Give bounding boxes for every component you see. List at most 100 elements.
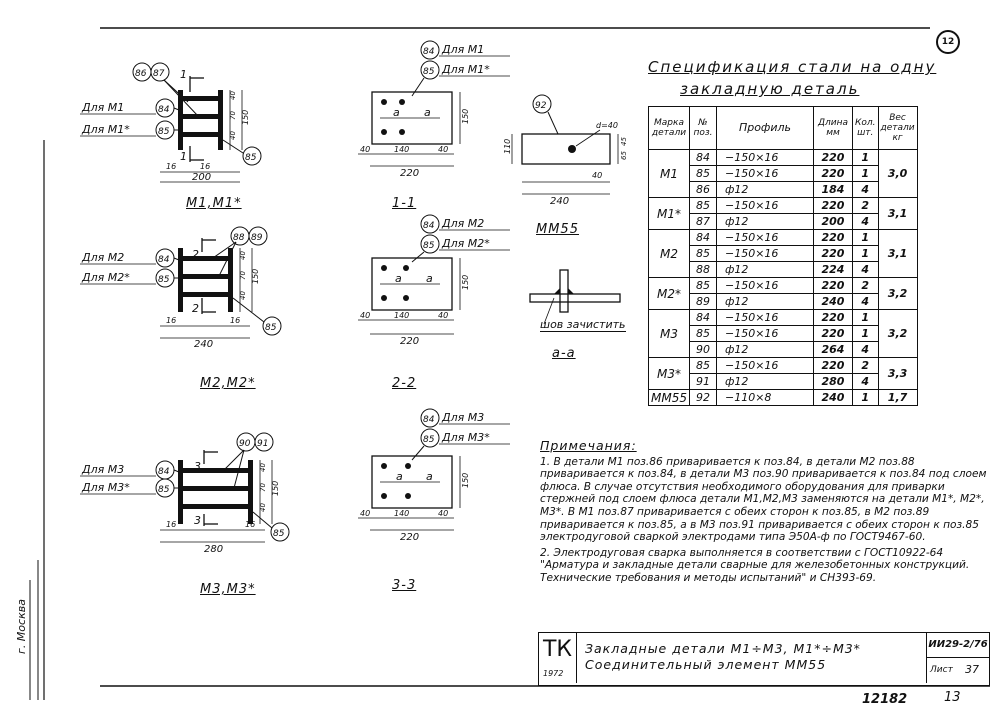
svg-text:85: 85 <box>265 323 277 333</box>
svg-text:1: 1 <box>180 68 187 81</box>
svg-text:280: 280 <box>204 544 223 555</box>
secaa-caption: а-а <box>552 346 576 361</box>
svg-text:40: 40 <box>360 145 370 154</box>
note-1: 1. В детали М1 поз.86 приваривается к по… <box>540 455 987 544</box>
spec-profile: −150×16 <box>715 309 814 326</box>
svg-text:150: 150 <box>461 109 470 124</box>
spec-profile: −150×16 <box>715 325 814 342</box>
callout-for-m3: Для М3 <box>81 463 124 476</box>
mm55-caption: ММ55 <box>536 222 579 237</box>
sec1-for-m1: Для М1 <box>441 43 484 56</box>
svg-text:40: 40 <box>239 291 247 300</box>
spec-qty: 2 <box>851 357 879 374</box>
svg-text:3: 3 <box>194 514 201 527</box>
spec-qty: 2 <box>851 197 879 214</box>
spec-weight: 3,2 <box>877 309 918 358</box>
spec-length: 240 <box>812 389 853 406</box>
spec-profile: −150×16 <box>715 149 814 166</box>
svg-text:86: 86 <box>135 69 147 79</box>
svg-text:70: 70 <box>259 483 267 492</box>
svg-text:40: 40 <box>360 311 370 320</box>
spec-profile: −110×8 <box>715 389 814 406</box>
spec-pos: 84 <box>688 149 717 166</box>
spec-qty: 1 <box>851 149 879 166</box>
spec-profile: ф12 <box>715 181 814 198</box>
svg-text:40: 40 <box>229 131 237 140</box>
stamp-title: Закладные детали М1÷М3, М1*÷М3* Соединит… <box>585 641 861 673</box>
spec-length: 280 <box>812 373 853 390</box>
side-city: г. Москва <box>14 599 28 654</box>
spec-qty: 1 <box>851 165 879 182</box>
page-mark: 13 <box>944 690 961 705</box>
spec-mark: М3* <box>648 357 690 390</box>
spec-qty: 2 <box>851 277 879 294</box>
spec-profile: ф12 <box>715 341 814 358</box>
svg-text:85: 85 <box>158 275 170 285</box>
spec-pos: 87 <box>688 213 717 230</box>
svg-text:88: 88 <box>233 233 245 243</box>
spec-header-row: Марка детали № поз. Профиль Длина мм Кол… <box>648 106 918 150</box>
svg-text:16: 16 <box>230 316 240 325</box>
spec-pos: 92 <box>688 389 717 406</box>
svg-text:1: 1 <box>180 150 187 163</box>
stamp-title-line2: Соединительный элемент ММ55 <box>585 657 827 672</box>
svg-text:2: 2 <box>192 248 199 261</box>
svg-text:85: 85 <box>273 529 285 539</box>
svg-text:92: 92 <box>535 101 547 111</box>
spec-pos: 88 <box>688 261 717 278</box>
spec-pos: 85 <box>688 165 717 182</box>
sheet-number: 37 <box>965 663 979 676</box>
spec-length: 184 <box>812 181 853 198</box>
note-2: 2. Электродуговая сварка выполняется в с… <box>540 546 970 584</box>
spec-pos: 90 <box>688 341 717 358</box>
callout-for-m1: Для М1 <box>81 101 124 114</box>
spec-weight: 3,3 <box>877 357 918 390</box>
spec-pos: 85 <box>688 245 717 262</box>
svg-text:40: 40 <box>229 91 237 100</box>
spec-profile: −150×16 <box>715 197 814 214</box>
spec-qty: 4 <box>851 373 879 390</box>
spec-pos: 91 <box>688 373 717 390</box>
stamp-year: 1972 <box>543 669 564 678</box>
spec-mark: М1* <box>648 197 690 230</box>
spec-pos: 89 <box>688 293 717 310</box>
sec11-caption: 1-1 <box>392 196 417 211</box>
spec-length: 220 <box>812 197 853 214</box>
svg-text:84: 84 <box>423 47 435 57</box>
svg-text:d=40: d=40 <box>596 121 618 130</box>
svg-text:140: 140 <box>394 509 409 518</box>
svg-text:45: 45 <box>620 137 628 146</box>
spec-header: Длина мм <box>812 106 853 150</box>
spec-qty: 1 <box>851 245 879 262</box>
sec2-for-m2: Для М2 <box>441 217 484 230</box>
svg-text:3: 3 <box>194 460 201 473</box>
spec-profile: ф12 <box>715 373 814 390</box>
svg-text:a: a <box>395 272 402 285</box>
spec-length: 220 <box>812 309 853 326</box>
m2-caption: М2,М2* <box>200 376 256 391</box>
svg-text:150: 150 <box>461 473 470 488</box>
svg-text:16: 16 <box>200 162 210 171</box>
svg-text:65: 65 <box>620 151 628 160</box>
spec-title-line1: Спецификация стали на одну <box>648 58 937 76</box>
spec-pos: 84 <box>688 229 717 246</box>
svg-text:85: 85 <box>423 241 435 251</box>
spec-length: 220 <box>812 277 853 294</box>
m1-caption: М1,М1* <box>186 196 242 211</box>
svg-text:40: 40 <box>360 509 370 518</box>
svg-text:140: 140 <box>394 311 409 320</box>
svg-text:220: 220 <box>400 168 419 179</box>
spec-header: Вес детали кг <box>877 106 918 150</box>
spec-pos: 86 <box>688 181 717 198</box>
spec-profile: −150×16 <box>715 357 814 374</box>
svg-text:40: 40 <box>438 145 448 154</box>
m3-caption: М3,М3* <box>200 582 256 597</box>
